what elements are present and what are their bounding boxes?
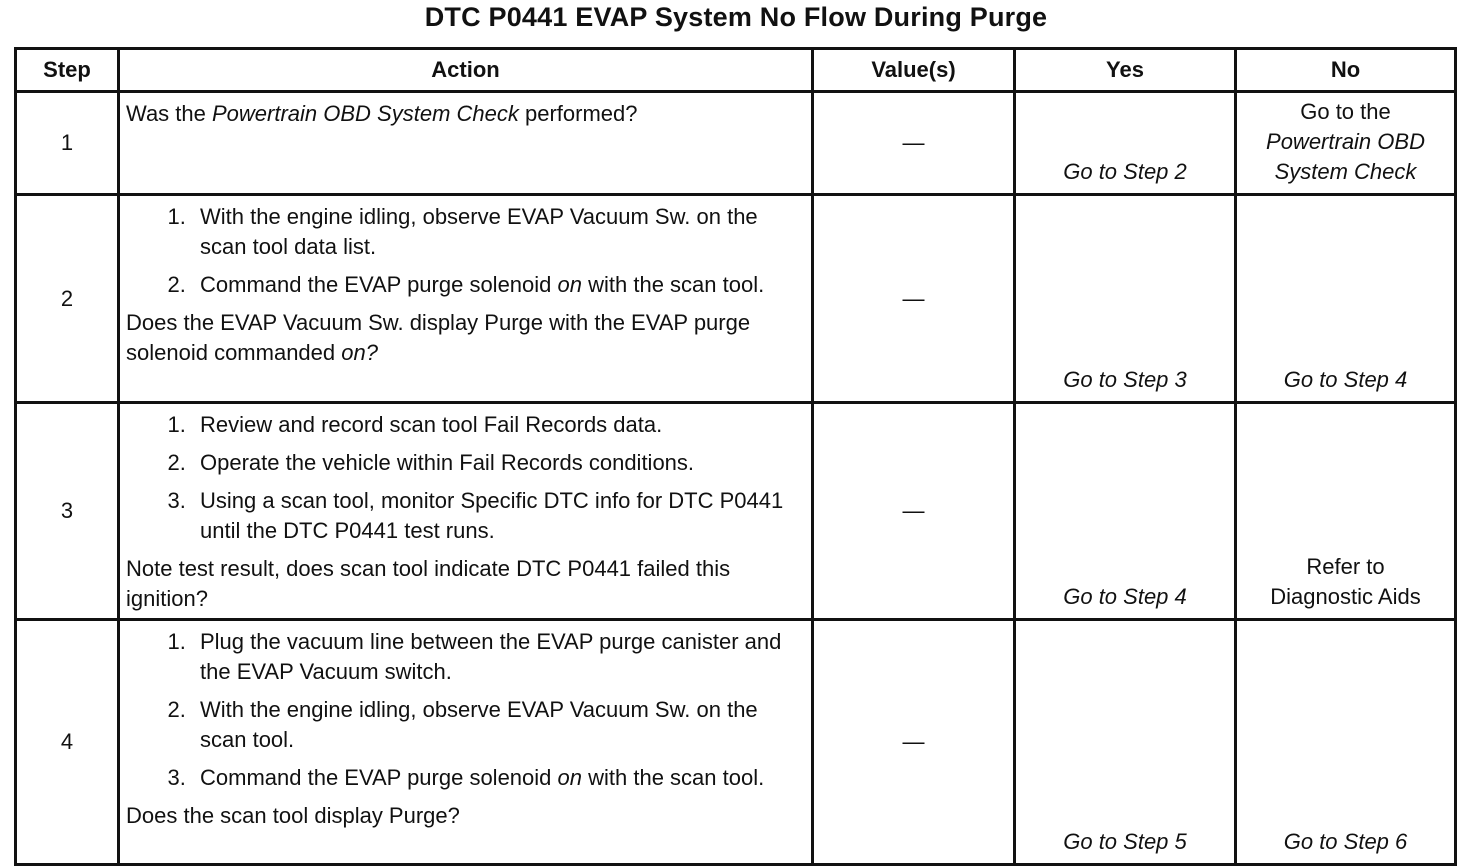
header-action: Action [117, 47, 814, 93]
action-item: Using a scan tool, monitor Specific DTC … [192, 486, 805, 546]
header-yes: Yes [1013, 47, 1237, 93]
header-values: Value(s) [811, 47, 1016, 93]
action-item: Operate the vehicle within Fail Records … [192, 448, 805, 478]
action-cell: Was the Powertrain OBD System Check perf… [117, 90, 814, 196]
no-cell: Go to the Powertrain OBD System Check [1234, 90, 1457, 196]
no-cell: Refer to Diagnostic Aids [1234, 401, 1457, 621]
value-cell: — [811, 90, 1016, 196]
diagnostic-table: Step Action Value(s) Yes No 1 Was the Po… [14, 47, 1457, 866]
step-number: 2 [14, 193, 120, 404]
value-cell: — [811, 193, 1016, 404]
yes-cell: Go to Step 5 [1013, 618, 1237, 866]
table-row: 2 With the engine idling, observe EVAP V… [14, 193, 1457, 404]
action-question: Was the Powertrain OBD System Check perf… [126, 101, 638, 126]
table-row: 1 Was the Powertrain OBD System Check pe… [14, 90, 1457, 196]
no-cell: Go to Step 4 [1234, 193, 1457, 404]
action-question: Does the EVAP Vacuum Sw. display Purge w… [126, 310, 751, 365]
table-row: 4 Plug the vacuum line between the EVAP … [14, 618, 1457, 866]
yes-cell: Go to Step 3 [1013, 193, 1237, 404]
step-number: 4 [14, 618, 120, 866]
header-no: No [1234, 47, 1457, 93]
yes-cell: Go to Step 2 [1013, 90, 1237, 196]
value-cell: — [811, 618, 1016, 866]
action-item: With the engine idling, observe EVAP Vac… [192, 695, 805, 755]
page-title: DTC P0441 EVAP System No Flow During Pur… [424, 2, 1048, 32]
action-cell: Review and record scan tool Fail Records… [117, 401, 814, 621]
table-row: 3 Review and record scan tool Fail Recor… [14, 401, 1457, 621]
action-item: Command the EVAP purge solenoid on with … [192, 270, 805, 300]
yes-cell: Go to Step 4 [1013, 401, 1237, 621]
action-item: Review and record scan tool Fail Records… [192, 410, 805, 440]
step-number: 3 [14, 401, 120, 621]
no-cell: Go to Step 6 [1234, 618, 1457, 866]
action-question: Note test result, does scan tool indicat… [126, 556, 731, 611]
action-cell: Plug the vacuum line between the EVAP pu… [117, 618, 814, 866]
header-row: Step Action Value(s) Yes No [14, 47, 1457, 93]
action-question: Does the scan tool display Purge? [126, 803, 460, 828]
header-step: Step [14, 47, 120, 93]
action-item: Command the EVAP purge solenoid on with … [192, 763, 805, 793]
step-number: 1 [14, 90, 120, 196]
action-cell: With the engine idling, observe EVAP Vac… [117, 193, 814, 404]
action-item: With the engine idling, observe EVAP Vac… [192, 202, 805, 262]
action-item: Plug the vacuum line between the EVAP pu… [192, 627, 805, 687]
value-cell: — [811, 401, 1016, 621]
